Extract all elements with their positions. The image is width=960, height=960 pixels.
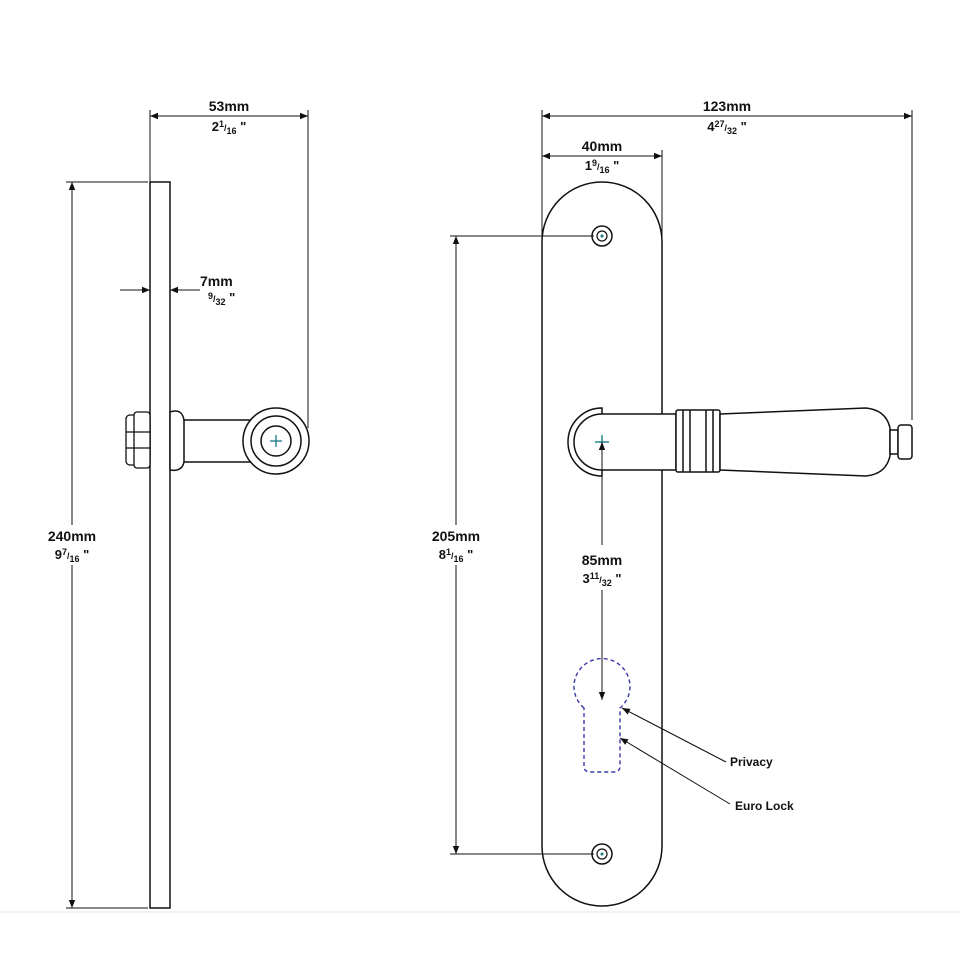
overall-width-dimension (541, 110, 913, 420)
bottom-fixing-screw (591, 843, 613, 865)
privacy-leader (621, 707, 727, 763)
side-view: 53mm 21/16 " 7mm 9/32 " 240mm 97/16 " (40, 98, 310, 909)
fixing-centres-inch-label: 81/16 " (439, 547, 474, 564)
height-mm-label: 240mm (48, 528, 96, 544)
front-lever (567, 407, 913, 477)
overall-width-mm-label: 123mm (703, 98, 751, 114)
plate-width-inch-label: 19/16 " (585, 158, 620, 175)
euro-lock-callout-label: Euro Lock (735, 799, 794, 813)
euro-lock-leader (619, 737, 731, 805)
fixing-centres-mm-label: 205mm (432, 528, 480, 544)
projection-dimension (149, 110, 309, 428)
side-backplate (149, 181, 171, 909)
side-spindle-block (125, 411, 151, 469)
privacy-callout-label: Privacy (730, 755, 773, 769)
thickness-mm-label: 7mm (200, 273, 233, 289)
backset-label-bg (570, 549, 634, 587)
side-lever (169, 407, 310, 475)
side-spindle-mark (270, 435, 282, 447)
top-fixing-screw (591, 225, 613, 247)
thickness-inch-label: 9/32 " (208, 290, 235, 307)
backset-mm-label: 85mm (582, 552, 622, 568)
height-label-bg (40, 525, 104, 565)
front-view: 123mm 427/32 " 40mm 19/16 " 205mm 81/16 … (422, 98, 913, 907)
projection-mm-label: 53mm (209, 98, 249, 114)
height-inch-label: 97/16 " (55, 547, 90, 564)
plate-width-dimension (542, 150, 663, 240)
backset-inch-label: 311/32 " (582, 571, 621, 588)
plate-width-mm-label: 40mm (582, 138, 622, 154)
fixing-label-bg (422, 525, 490, 565)
overall-width-inch-label: 427/32 " (707, 119, 747, 136)
euro-cylinder-cutout (573, 657, 631, 773)
projection-inch-label: 21/16 " (212, 119, 247, 136)
